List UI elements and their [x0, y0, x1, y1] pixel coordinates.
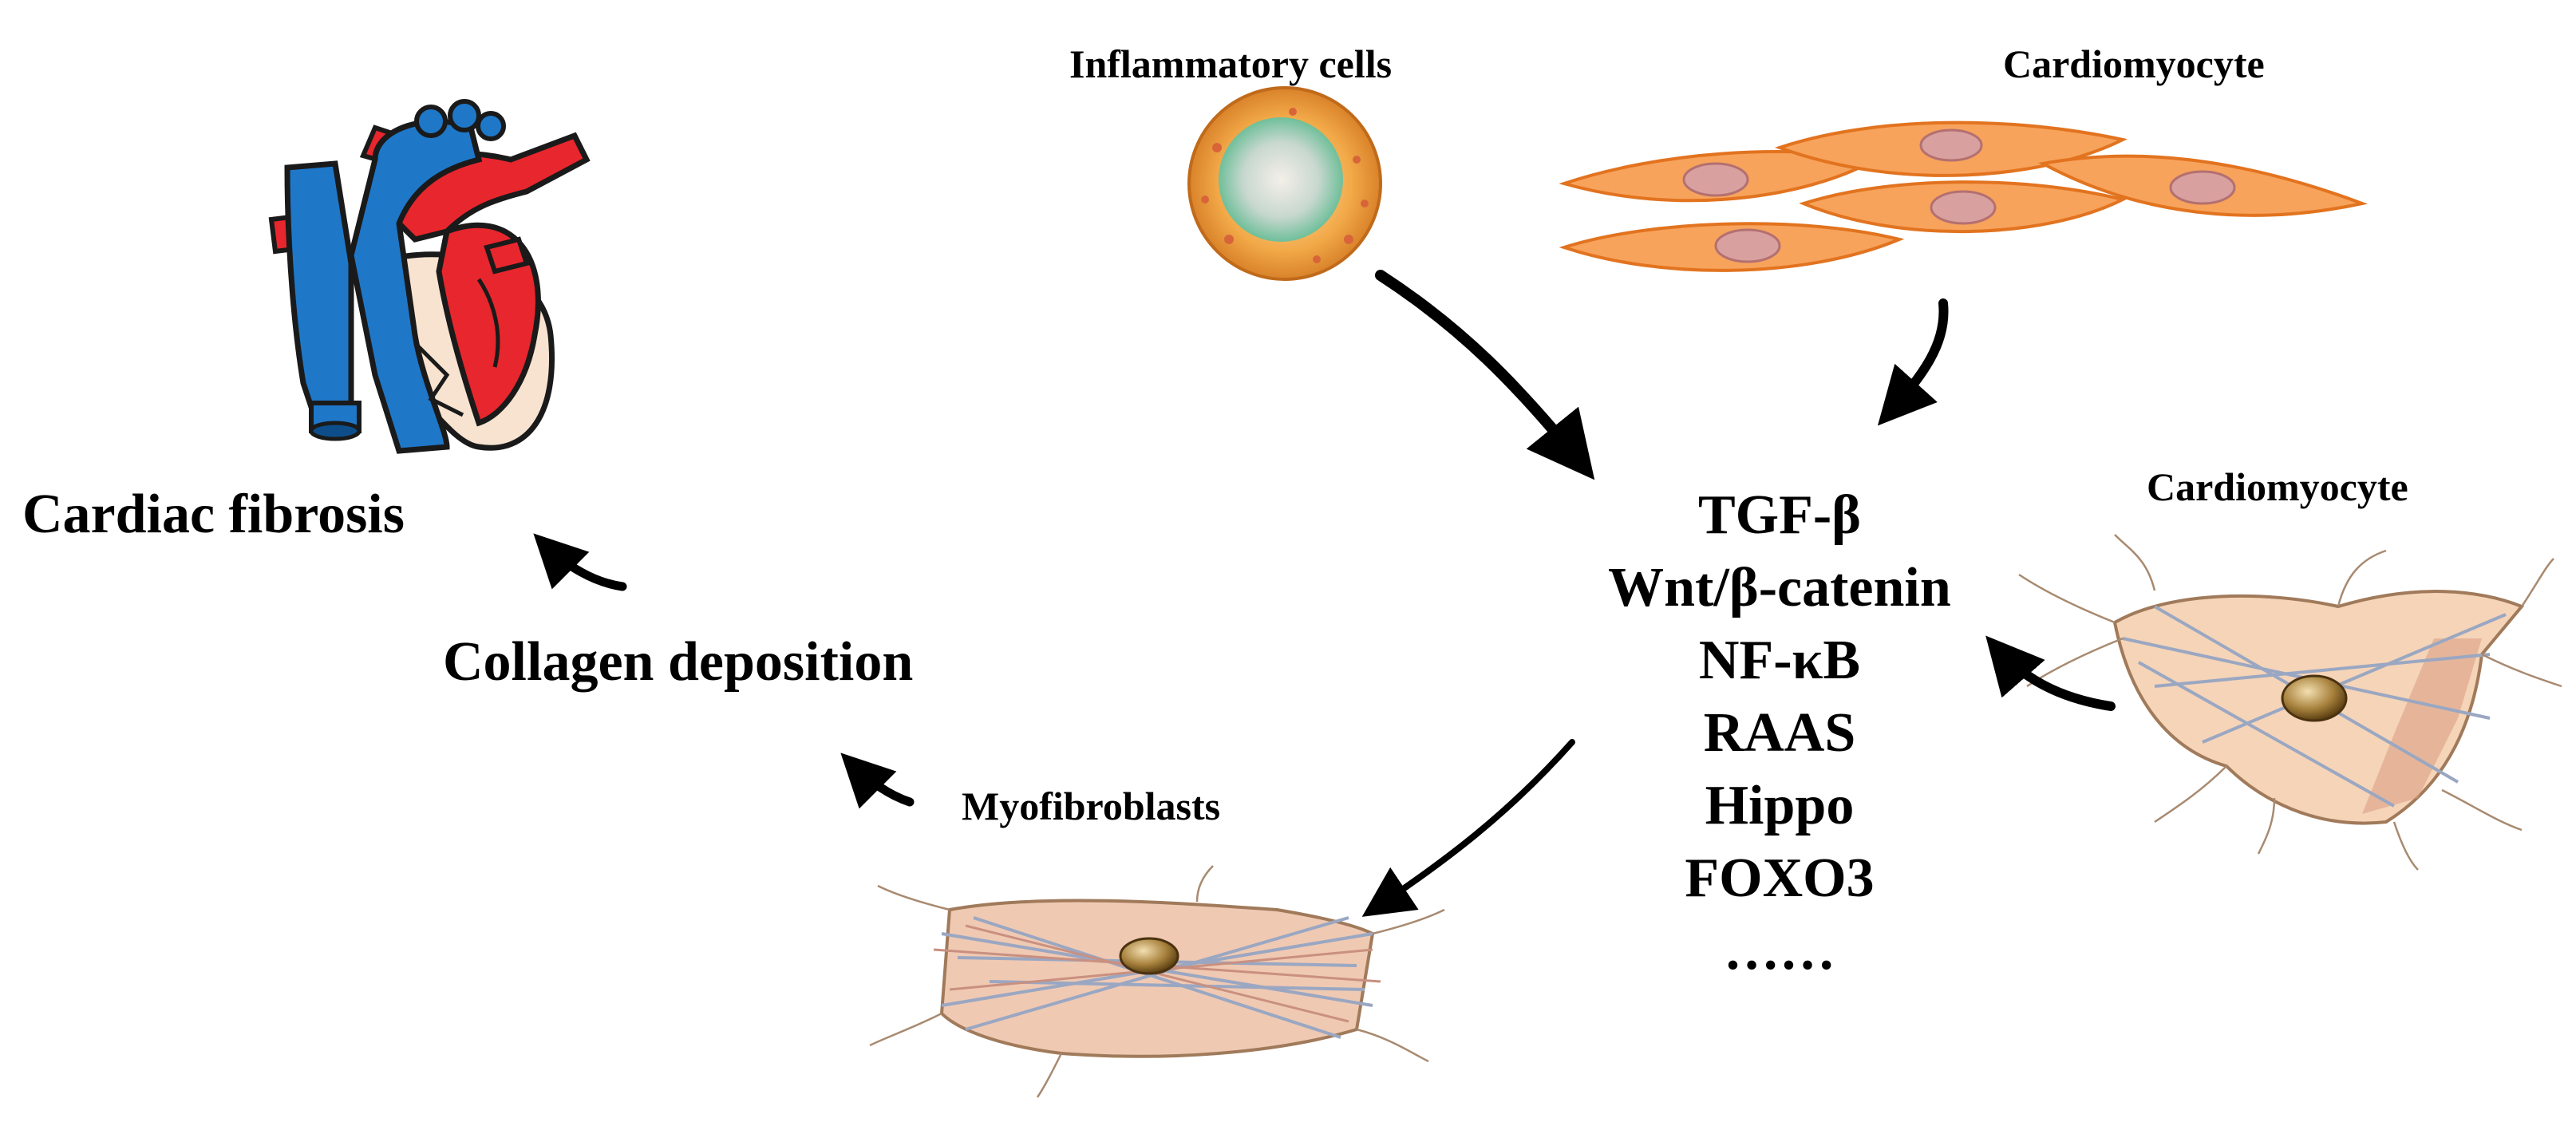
collagen-deposition-label: Collagen deposition	[443, 631, 914, 693]
signaling-pathways-list: TGF-β Wnt/β-catenin NF-κB RAAS Hippo FOX…	[1508, 479, 2051, 987]
pathway-hippo: Hippo	[1705, 775, 1855, 836]
pathway-ellipsis: ……	[1724, 920, 1835, 982]
cardiomyocyte-top-label: Cardiomyocyte	[2003, 41, 2265, 86]
heart-illustration	[268, 99, 591, 454]
pathway-nf-kb: NF-κB	[1698, 630, 1861, 691]
cardiomyocyte-right-label: Cardiomyocyte	[2147, 464, 2408, 509]
arrow-inflammatory-to-pathways	[1375, 270, 1595, 480]
pathway-wnt-beta-catenin: Wnt/β-catenin	[1608, 557, 1951, 618]
cardiac-fibrosis-label: Cardiac fibrosis	[22, 484, 405, 545]
arrows	[533, 270, 2116, 917]
pathway-raas: RAAS	[1703, 702, 1856, 764]
arrow-cardiomyocyte-to-pathways	[1877, 298, 1949, 426]
arrow-fibrous-to-pathways	[1985, 635, 2116, 711]
myofibroblast-illustration	[869, 865, 1445, 1098]
arrow-myofibroblasts-to-collagen	[840, 753, 915, 809]
myofibroblasts-label: Myofibroblasts	[962, 784, 1221, 828]
inflammatory-cells-label: Inflammatory cells	[1069, 41, 1393, 86]
arrow-collagen-to-fibrosis	[533, 533, 627, 591]
pathway-foxo3: FOXO3	[1685, 847, 1875, 909]
inflammatory-cell	[1187, 86, 1382, 281]
pathway-tgf-beta: TGF-β	[1697, 484, 1862, 546]
arrow-pathways-to-myofibroblasts	[1361, 739, 1575, 917]
cardiomyocyte-fibrous	[2018, 534, 2562, 871]
cardiomyocyte-sheet	[1559, 120, 2369, 272]
